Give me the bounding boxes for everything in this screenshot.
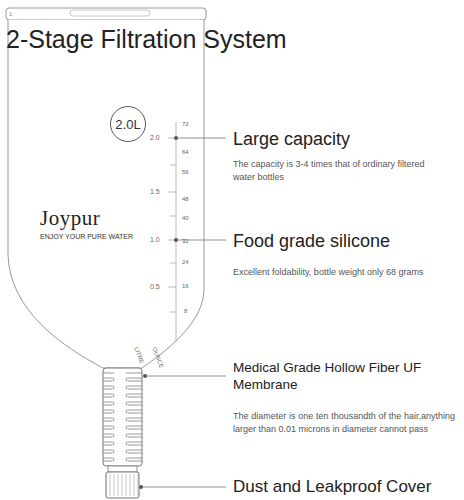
- part-number: 1: [9, 10, 12, 19]
- feature-note: The capacity is 3-4 times that of ordina…: [233, 158, 438, 184]
- scale-number: 0.5: [150, 282, 160, 292]
- scale-number: 72: [182, 120, 189, 129]
- title: 2-Stage Filtration System: [6, 24, 287, 55]
- scale-number: 64: [182, 148, 189, 157]
- scale-number: 48: [182, 195, 189, 204]
- scale-number: 2.0: [150, 133, 160, 143]
- scale-number: 40: [182, 214, 189, 223]
- feature-heading: Medical Grade Hollow Fiber UF Membrane: [233, 360, 461, 394]
- scale-number: 16: [182, 282, 189, 291]
- scale-number: 24: [182, 258, 189, 267]
- feature-heading: Large capacity: [233, 128, 350, 151]
- capacity-circle: 2.0L: [110, 106, 146, 142]
- brand-slogan: ENJOY YOUR PURE WATER: [40, 232, 133, 242]
- feature-note: Excellent foldability, bottle weight onl…: [233, 266, 458, 279]
- brand-name: Joypur: [40, 205, 100, 231]
- feature-heading: Dust and Leakproof Cover: [233, 476, 431, 497]
- capacity-text: 2.0L: [115, 117, 140, 132]
- scale-number: 56: [182, 168, 189, 177]
- scale-number: 1.0: [150, 235, 160, 245]
- scale-number: 32: [182, 237, 189, 246]
- feature-heading: Food grade silicone: [233, 230, 390, 253]
- scale-number: 1.5: [150, 187, 160, 197]
- scale-number: 8: [184, 307, 187, 316]
- feature-note: The diameter is one ten thousandth of th…: [233, 410, 455, 436]
